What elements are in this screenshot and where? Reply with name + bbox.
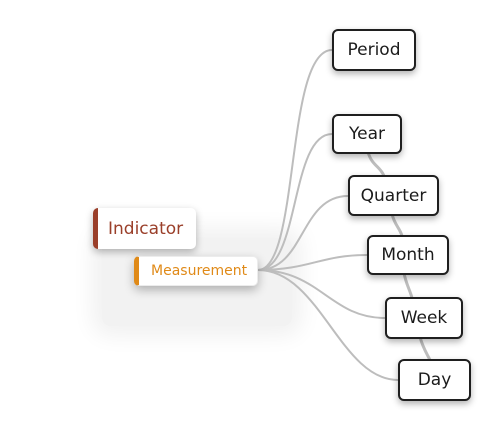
edge-measurement-day (257, 269, 399, 381)
node-day-label: Day (417, 370, 452, 390)
node-day[interactable]: Day (398, 359, 471, 401)
node-period-label: Period (347, 40, 401, 60)
edge-quarter-month (390, 213, 404, 237)
edge-measurement-year (257, 133, 333, 271)
edge-measurement-week (257, 269, 386, 319)
node-indicator-label: Indicator (108, 218, 184, 239)
edge-year-quarter (366, 151, 386, 177)
edge-measurement-quarter (257, 195, 349, 271)
node-measurement-label: Measurement (151, 263, 248, 279)
edge-month-week (402, 272, 414, 299)
edge-week-day (418, 336, 432, 361)
node-year-label: Year (349, 124, 385, 144)
edge-measurement-month (257, 254, 368, 271)
node-quarter[interactable]: Quarter (348, 175, 439, 216)
node-indicator[interactable]: Indicator (93, 208, 196, 249)
edge-measurement-period (257, 49, 333, 271)
node-period[interactable]: Period (332, 29, 416, 71)
node-measurement[interactable]: Measurement (134, 256, 258, 286)
node-quarter-label: Quarter (360, 185, 427, 206)
node-year[interactable]: Year (332, 114, 402, 154)
node-week[interactable]: Week (385, 297, 463, 339)
node-week-label: Week (400, 308, 448, 328)
node-month-label: Month (381, 245, 435, 265)
node-month[interactable]: Month (367, 235, 449, 275)
